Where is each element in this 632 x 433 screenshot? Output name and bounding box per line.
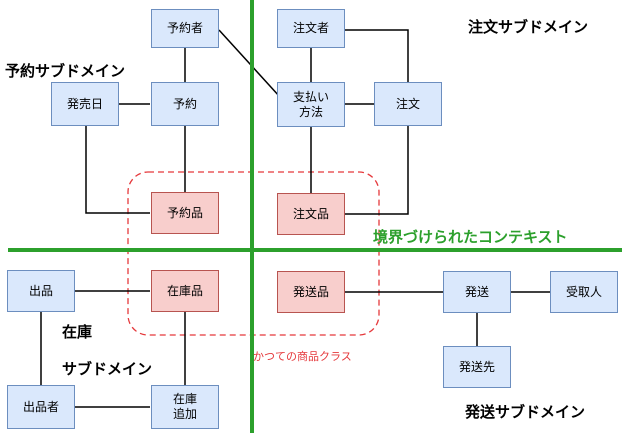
entity-zaikohin: 在庫品	[151, 270, 219, 312]
entity-uketorinin: 受取人	[550, 271, 618, 313]
entity-yoyaku: 予約	[151, 82, 219, 126]
entity-shiharai-hoho: 支払い 方法	[277, 82, 345, 127]
label-bounded-context: 境界づけられたコンテキスト	[373, 228, 568, 246]
label-inventory-subdomain-line1: 在庫	[62, 323, 93, 341]
label-former-product-class: かつての商品クラス	[253, 350, 352, 363]
entity-chumonsha: 注文者	[277, 9, 345, 48]
edge-chumonsha-chumon	[345, 29, 409, 82]
entity-hasso: 発送	[443, 271, 511, 313]
edge-chumon-chumonhin	[345, 126, 409, 215]
entity-chumon: 注文	[374, 82, 442, 126]
entity-yoyakuhin: 予約品	[151, 192, 219, 234]
entity-zaiko-tsuika: 在庫 追加	[151, 385, 219, 429]
edge-hatsubaibi-yoyakuhin	[85, 126, 150, 214]
entity-hassosaki: 発送先	[443, 346, 511, 388]
connectors	[40, 29, 550, 408]
entity-shuppin: 出品	[7, 270, 75, 312]
entity-shuppinsha: 出品者	[7, 385, 75, 429]
entity-hatsubaibi: 発売日	[51, 82, 119, 126]
label-reservation-subdomain: 予約サブドメイン	[5, 62, 126, 80]
entity-hassohin: 発送品	[277, 271, 345, 313]
label-order-subdomain: 注文サブドメイン	[468, 18, 589, 36]
entity-yoyakusha: 予約者	[151, 9, 219, 48]
label-inventory-subdomain-line2: サブドメイン	[62, 360, 153, 378]
label-shipping-subdomain: 発送サブドメイン	[465, 403, 586, 421]
entity-chumonhin: 注文品	[277, 193, 345, 235]
